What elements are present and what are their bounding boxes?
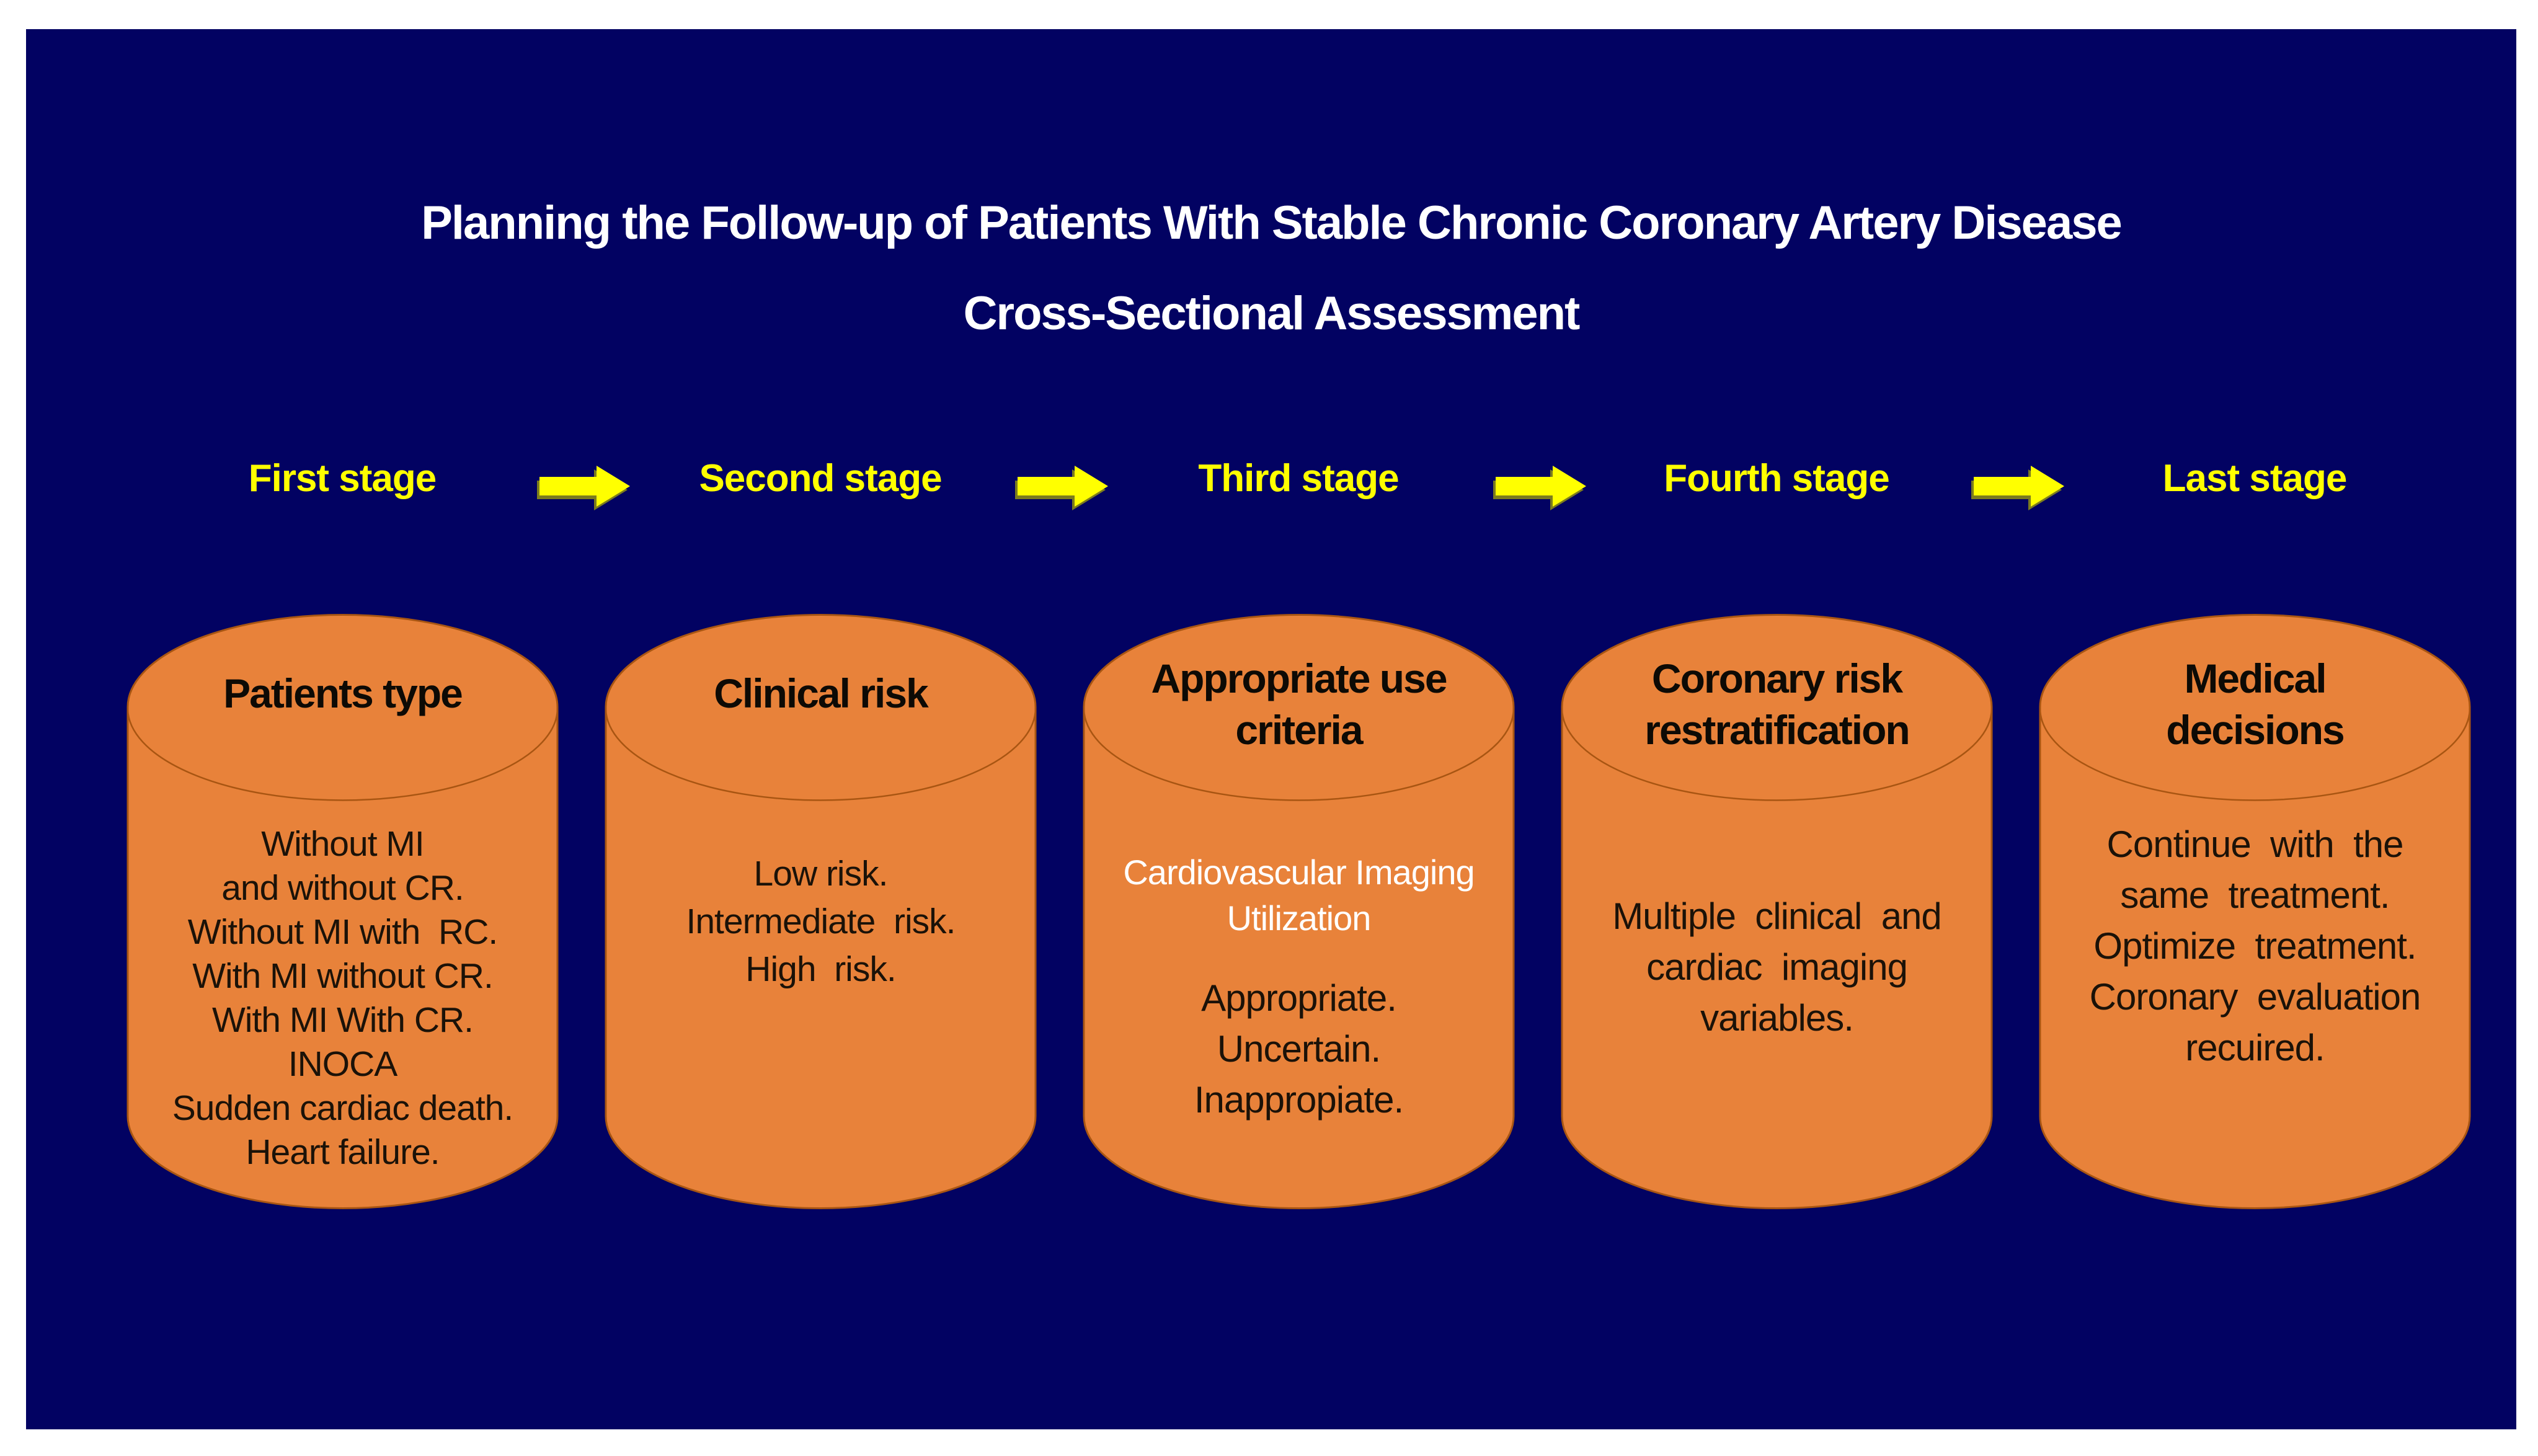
cylinder-body-text: Multiple clinical and cardiac imaging va…: [1612, 895, 1942, 1039]
right-arrow-icon: [1015, 462, 1109, 510]
cylinder-medical-decisions: Medical decisions Continue with the same…: [2039, 614, 2471, 1209]
cylinder-body-text: Low risk. Intermediate risk. High risk.: [686, 854, 956, 989]
diagram-background: Planning the Follow-up of Patients With …: [26, 29, 2516, 1429]
cylinder-body-text: Without MI and without CR. Without MI wi…: [172, 824, 513, 1172]
right-arrow-icon: [1971, 462, 2065, 510]
stage-label-last: Last stage: [2162, 457, 2348, 500]
diagram-subtitle: Cross-Sectional Assessment: [963, 287, 1581, 340]
cylinder-clinical-risk: Clinical risk Low risk. Intermediate ris…: [605, 614, 1037, 1209]
stage-label-third: Third stage: [1198, 457, 1399, 500]
cylinder-heading: Appropriate use criteria: [1151, 655, 1447, 753]
cylinder-subnote-text: Cardiovascular Imaging Utilization: [1123, 853, 1475, 938]
cylinder-appropriate-use-criteria: Appropriate use criteria Cardiovascular …: [1083, 614, 1515, 1209]
stage-label-second: Second stage: [699, 457, 942, 500]
cylinder-heading: Patients type: [223, 670, 463, 716]
right-arrow-icon: [1493, 462, 1587, 510]
right-arrow-icon: [537, 462, 631, 510]
stage-label-fourth: Fourth stage: [1664, 457, 1889, 500]
cylinder-body-text: Appropriate. Uncertain. Inappropiate.: [1194, 977, 1404, 1121]
cylinder-heading: Medical decisions: [2166, 655, 2345, 753]
cylinder-heading: Coronary risk restratification: [1644, 655, 1910, 753]
cylinder-coronary-risk-restratification: Coronary risk restratification Multiple …: [1561, 614, 1993, 1209]
cylinder-heading: Clinical risk: [714, 670, 929, 716]
cylinder-body-text: Continue with the same treatment. Optimi…: [2089, 823, 2421, 1068]
cylinder-patients-type: Patients type Without MI and without CR.…: [126, 614, 559, 1209]
diagram-title: Planning the Follow-up of Patients With …: [421, 197, 2123, 249]
stage-label-first: First stage: [248, 457, 437, 500]
